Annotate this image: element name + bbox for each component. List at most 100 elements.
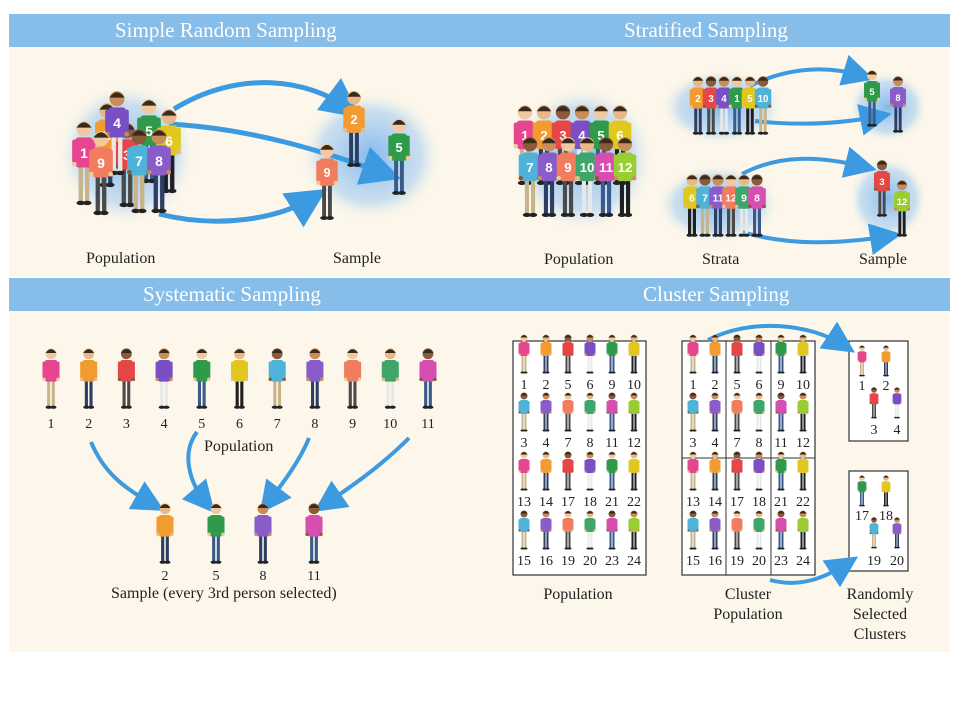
person-figure: 2 xyxy=(689,76,707,135)
person-number-label: 16 xyxy=(708,554,722,569)
person-figure xyxy=(540,392,552,432)
person-figure xyxy=(207,503,225,564)
person-figure: 8 xyxy=(146,129,172,214)
person-figure xyxy=(381,348,399,409)
person-figure: 12 xyxy=(722,174,740,237)
person-number-badge: 8 xyxy=(895,92,900,103)
strat-population-label: Population xyxy=(544,251,614,268)
person-figure xyxy=(687,510,699,550)
person-figure xyxy=(709,451,721,491)
person-number-badge: 11 xyxy=(599,160,614,175)
person-figure xyxy=(193,348,211,409)
person-figure xyxy=(628,510,640,550)
person-number-label: 20 xyxy=(583,554,597,569)
simple-random-title: Simple Random Sampling xyxy=(115,18,337,42)
person-figure xyxy=(562,392,574,432)
person-figure xyxy=(753,451,765,491)
person-figure: 4 xyxy=(104,91,130,176)
person-figure xyxy=(80,348,98,409)
person-figure: 3 xyxy=(702,76,720,135)
person-number-label: 2 xyxy=(883,379,890,394)
person-figure xyxy=(892,387,902,419)
person-number-badge: 6 xyxy=(616,128,623,143)
person-number-badge: 12 xyxy=(897,196,907,207)
person-number-badge: 3 xyxy=(559,128,566,143)
person-number-label: 9 xyxy=(609,378,616,393)
person-number-label: 6 xyxy=(756,378,763,393)
person-number-label: 4 xyxy=(712,436,719,451)
person-number-badge: 9 xyxy=(564,160,571,175)
person-number-label: 6 xyxy=(587,378,594,393)
person-number-label: 22 xyxy=(796,495,810,510)
arrow-sys-8 xyxy=(259,437,311,514)
person-number-label: 18 xyxy=(879,509,893,524)
person-figure xyxy=(753,334,765,374)
person-figure xyxy=(540,510,552,550)
person-number-label: 19 xyxy=(867,554,881,569)
person-number-label: 5 xyxy=(198,417,205,432)
person-number-label: 24 xyxy=(796,554,810,569)
person-number-label: 5 xyxy=(734,378,741,393)
person-number-label: 8 xyxy=(260,569,267,584)
person-number-label: 14 xyxy=(708,495,722,510)
arrow-sys-2 xyxy=(89,441,165,511)
person-number-badge: 5 xyxy=(747,94,753,105)
person-figure xyxy=(518,392,530,432)
person-number-badge: 5 xyxy=(395,141,402,155)
person-number-label: 14 xyxy=(539,495,553,510)
person-figure xyxy=(518,510,530,550)
person-number-badge: 11 xyxy=(713,194,724,205)
person-number-label: 10 xyxy=(796,378,810,393)
person-number-label: 12 xyxy=(627,436,641,451)
person-number-label: 22 xyxy=(627,495,641,510)
person-figure xyxy=(628,334,640,374)
person-number-label: 6 xyxy=(236,417,243,432)
person-number-badge: 10 xyxy=(758,94,769,105)
person-figure xyxy=(306,348,324,409)
person-figure xyxy=(606,510,618,550)
cluster-title: Cluster Sampling xyxy=(643,282,790,306)
person-number-label: 24 xyxy=(627,554,641,569)
person-figure: 10 xyxy=(754,76,772,135)
person-number-label: 2 xyxy=(543,378,550,393)
stratified-title: Stratified Sampling xyxy=(624,18,788,42)
person-number-label: 7 xyxy=(565,436,572,451)
person-figure xyxy=(775,392,787,432)
person-number-label: 3 xyxy=(690,436,697,451)
strata-label: Strata xyxy=(702,251,740,268)
person-figure xyxy=(731,334,743,374)
person-number-label: 19 xyxy=(561,554,575,569)
person-number-badge: 5 xyxy=(597,128,605,143)
person-number-badge: 9 xyxy=(97,155,105,171)
person-figure: 6 xyxy=(683,174,701,237)
person-figure: 3 xyxy=(873,160,891,217)
person-number-badge: 5 xyxy=(145,123,153,139)
person-figure: 9 xyxy=(316,143,338,220)
person-figure: 8 xyxy=(889,76,907,133)
person-number-label: 23 xyxy=(774,554,788,569)
sample-label: Sample xyxy=(333,250,381,267)
person-figure xyxy=(892,517,902,549)
population-label: Population xyxy=(86,250,156,267)
person-figure xyxy=(419,348,437,409)
person-number-label: 23 xyxy=(605,554,619,569)
person-number-label: 15 xyxy=(686,554,700,569)
person-number-badge: 3 xyxy=(708,94,714,105)
person-figure xyxy=(628,392,640,432)
person-number-label: 18 xyxy=(752,495,766,510)
person-figure: 5 xyxy=(388,118,410,195)
person-number-label: 17 xyxy=(855,509,869,524)
person-number-label: 21 xyxy=(605,495,619,510)
person-figure xyxy=(709,334,721,374)
person-figure xyxy=(869,387,879,419)
person-number-badge: 3 xyxy=(879,176,884,187)
